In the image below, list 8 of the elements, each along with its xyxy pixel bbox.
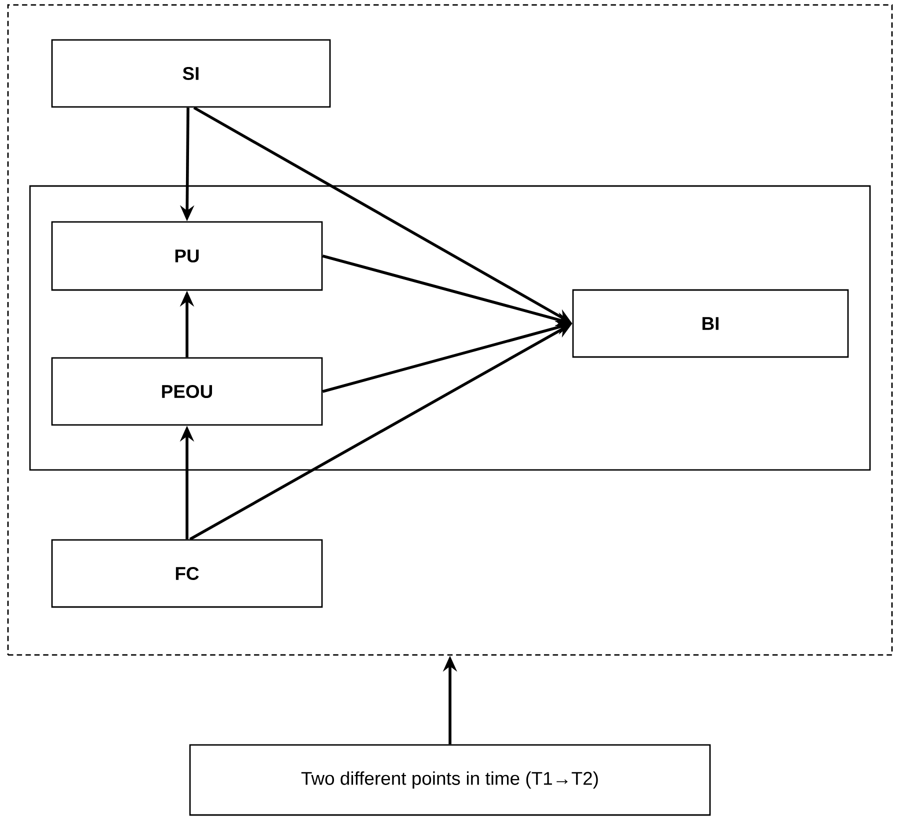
note-box: Two different points in time (T1→T2) [189, 744, 711, 816]
process-box: PU [51, 221, 323, 291]
process-box: PEOU [51, 357, 323, 426]
process-box: SI [51, 39, 331, 108]
process-box: BI [572, 289, 849, 358]
group-box [29, 185, 871, 471]
process-box: FC [51, 539, 323, 608]
outer-dashed-box [7, 4, 893, 656]
